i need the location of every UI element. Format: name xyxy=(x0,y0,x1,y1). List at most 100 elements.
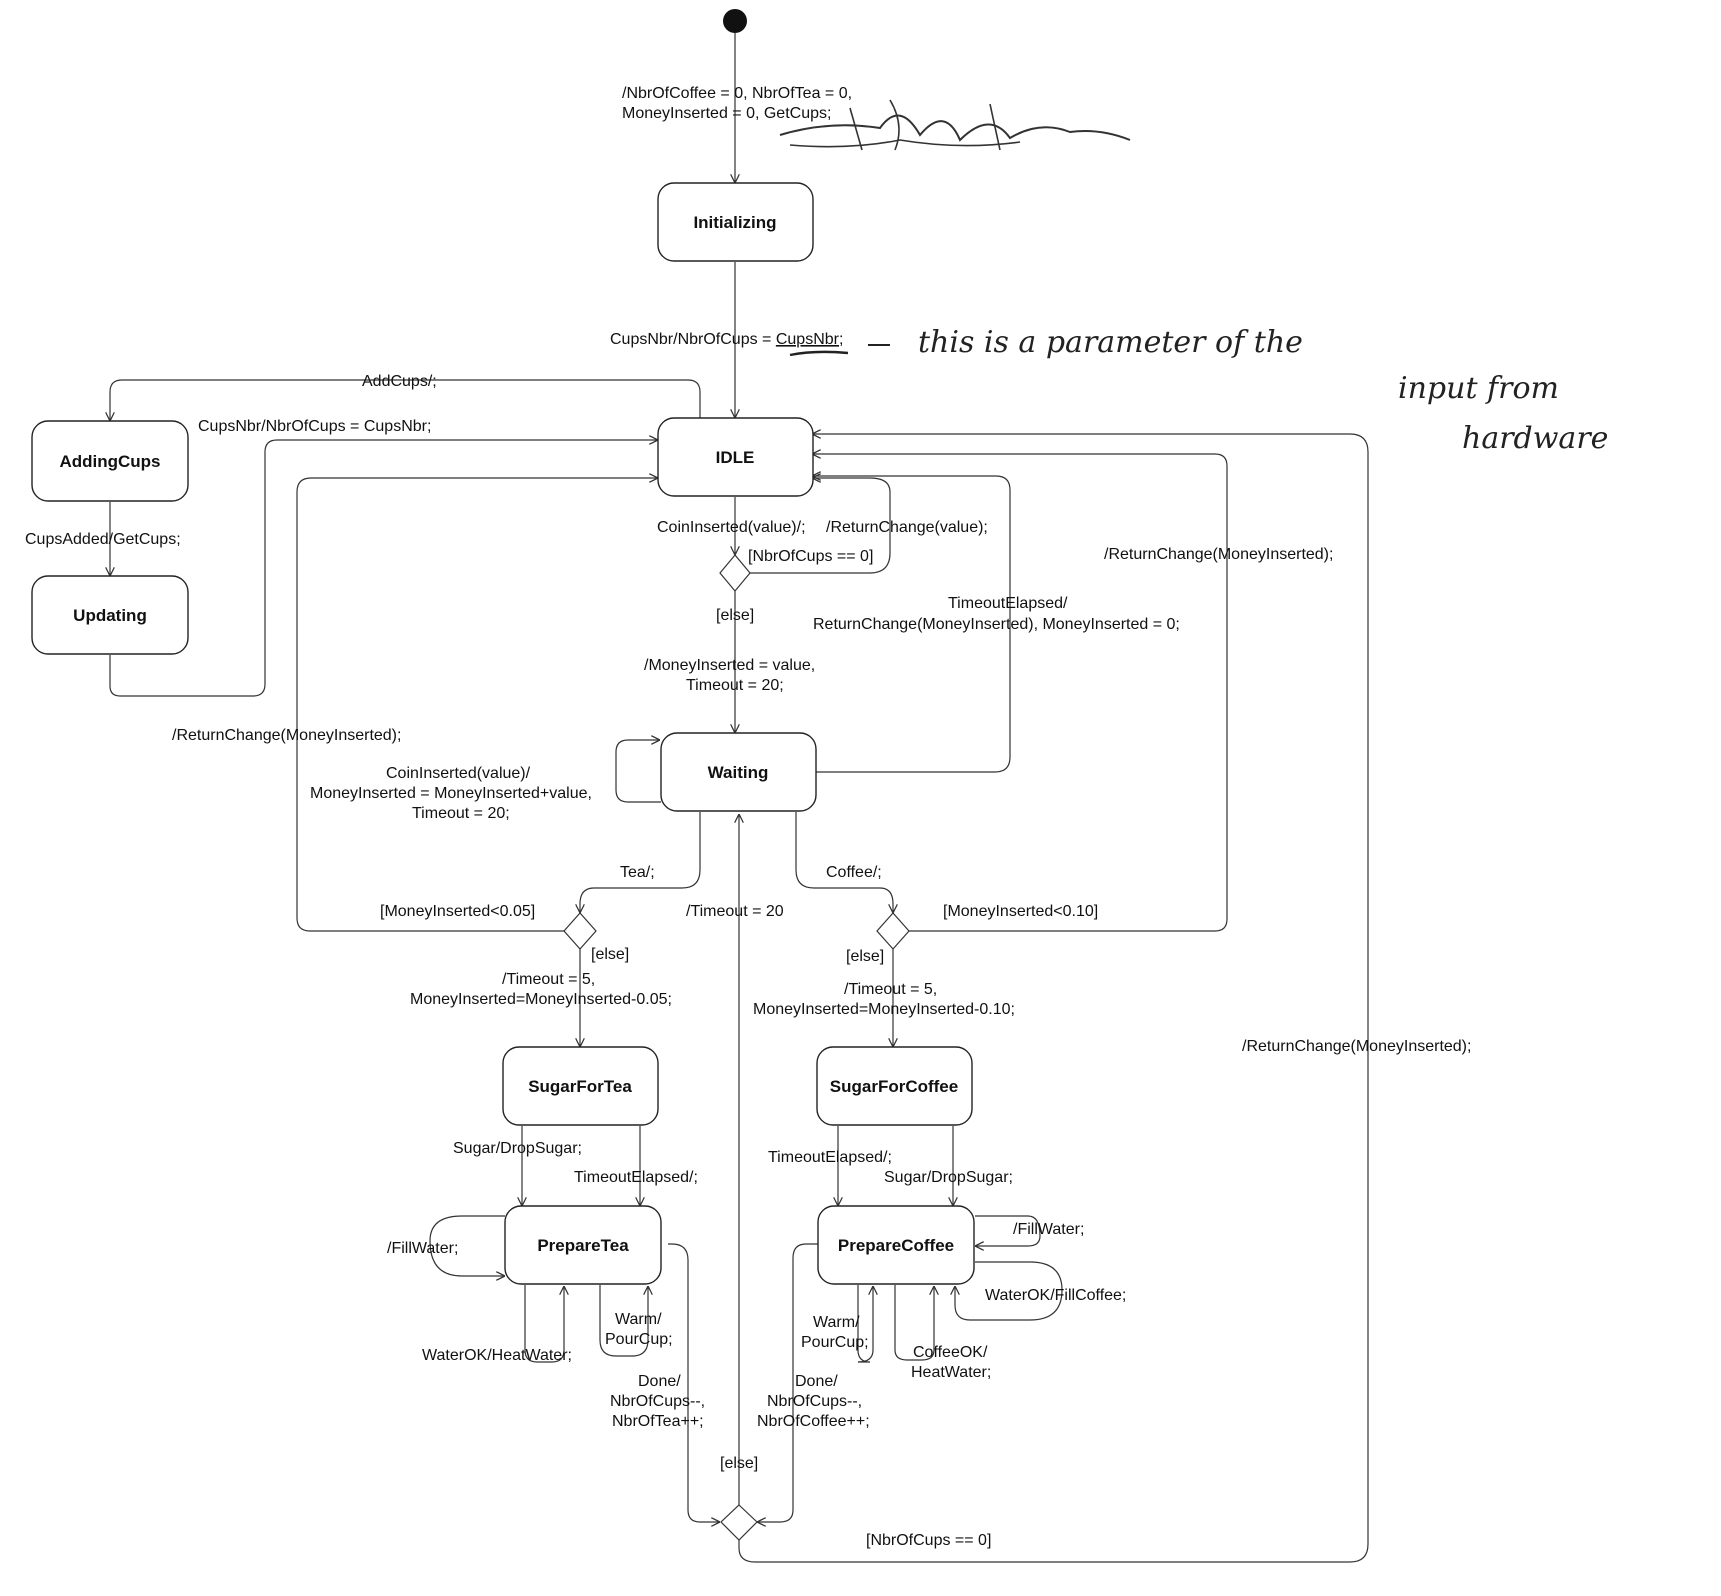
label-coin-self-3: Timeout = 20; xyxy=(412,805,510,822)
transitions xyxy=(109,33,1369,1563)
state-updating-label: Updating xyxy=(73,606,147,625)
label-fill-water-coffee: /FillWater; xyxy=(1013,1221,1084,1238)
label-else-top: [else] xyxy=(716,607,754,624)
label-fill-water-tea: /FillWater; xyxy=(387,1240,458,1257)
edge-preparetea-wateok xyxy=(524,1285,564,1363)
edge-idle-addingcups xyxy=(110,379,701,421)
choice-nodes xyxy=(563,554,910,1541)
state-idle-label: IDLE xyxy=(716,448,755,467)
edge-updating-idle xyxy=(109,440,658,697)
edge-choicecoffee-idle xyxy=(812,454,1228,932)
edge-waiting-choice-coffee xyxy=(795,812,893,913)
state-sugar-for-coffee-label: SugarForCoffee xyxy=(830,1077,958,1096)
label-coin-inserted: CoinInserted(value)/; xyxy=(657,519,806,536)
handwritten-note-line-3: hardware xyxy=(1462,421,1608,456)
label-tea-timeout-1: /Timeout = 5, xyxy=(502,971,595,988)
label-init-2: MoneyInserted = 0, GetCups; xyxy=(622,105,831,122)
edge-preparetea-fillwater xyxy=(429,1215,505,1276)
label-add-cups: AddCups/; xyxy=(362,373,437,390)
initial-node xyxy=(723,9,747,33)
label-cupsnbr-main: CupsNbr/NbrOfCups = CupsNbr; xyxy=(610,331,843,348)
label-sugar-drop-coffee: Sugar/DropSugar; xyxy=(884,1169,1013,1186)
label-timeout-elapsed-2: ReturnChange(MoneyInserted), MoneyInsert… xyxy=(813,616,1180,633)
label-coffee: Coffee/; xyxy=(826,864,882,881)
edge-preparetea-choice xyxy=(668,1243,720,1522)
edge-choicetea-idle xyxy=(296,478,658,932)
transition-labels: /NbrOfCoffee = 0, NbrOfTea = 0, MoneyIns… xyxy=(25,85,1471,1549)
label-coin-self-2: MoneyInserted = MoneyInserted+value, xyxy=(310,785,592,802)
label-timeout-elapsed-1: TimeoutElapsed/ xyxy=(948,595,1068,612)
label-nbr-cups-zero-top: [NbrOfCups == 0] xyxy=(748,548,873,565)
choice-node-coffee xyxy=(876,912,910,950)
choice-node-done xyxy=(720,1504,758,1541)
label-money-lt-010: [MoneyInserted<0.10] xyxy=(943,903,1098,920)
label-tea: Tea/; xyxy=(620,864,655,881)
edge-waiting-idle-timeout xyxy=(812,476,1011,773)
edge-choicebottom-idle xyxy=(738,434,1369,1563)
label-else-tea: [else] xyxy=(591,946,629,963)
state-adding-cups-label: AddingCups xyxy=(59,452,160,471)
label-cupsnbr-main-prefix: CupsNbr/NbrOfCups = xyxy=(610,331,776,348)
label-warm-coffee-2: PourCup; xyxy=(801,1334,869,1351)
label-return-change-left: /ReturnChange(MoneyInserted); xyxy=(172,727,401,744)
edge-preparecoffee-fillwater xyxy=(975,1215,1041,1246)
state-waiting: Waiting xyxy=(660,732,817,812)
label-water-ok-fill-coffee: WaterOK/FillCoffee; xyxy=(985,1287,1126,1304)
edge-preparetea-warm xyxy=(599,1285,648,1357)
state-initializing-label: Initializing xyxy=(693,213,776,232)
edge-preparecoffee-choice xyxy=(757,1243,818,1522)
label-cups-added: CupsAdded/GetCups; xyxy=(25,531,181,548)
label-sugar-drop-tea: Sugar/DropSugar; xyxy=(453,1140,582,1157)
handwritten-note-line-1: this is a parameter of the xyxy=(918,325,1303,360)
label-warm-coffee-1: Warm/ xyxy=(813,1314,860,1331)
label-coffee-timeout-2: MoneyInserted=MoneyInserted-0.10; xyxy=(753,1001,1015,1018)
state-idle: IDLE xyxy=(657,417,814,497)
label-done-tea-3: NbrOfTea++; xyxy=(612,1413,704,1430)
label-nbr-cups-zero-bottom: [NbrOfCups == 0] xyxy=(866,1532,991,1549)
label-water-ok-heat: WaterOK/HeatWater; xyxy=(422,1347,572,1364)
edge-preparecoffee-warm xyxy=(857,1285,871,1363)
label-done-coffee-1: Done/ xyxy=(795,1373,838,1390)
state-initializing: Initializing xyxy=(657,182,814,262)
state-updating: Updating xyxy=(31,575,189,655)
edge-waiting-self xyxy=(615,740,661,803)
handwritten-note: this is a parameter of the input from ha… xyxy=(918,325,1608,456)
label-return-change-far-right: /ReturnChange(MoneyInserted); xyxy=(1242,1038,1471,1055)
label-coin-self-1: CoinInserted(value)/ xyxy=(386,765,531,782)
edge-preparecoffee-waterok xyxy=(955,1261,1063,1321)
state-adding-cups: AddingCups xyxy=(31,420,189,502)
label-timeout-elapsed-tea: TimeoutElapsed/; xyxy=(574,1169,698,1186)
label-coffee-timeout-1: /Timeout = 5, xyxy=(844,981,937,998)
label-coffee-ok-2: HeatWater; xyxy=(911,1364,991,1381)
label-money-value-1: /MoneyInserted = value, xyxy=(644,657,815,674)
state-sugar-for-tea-label: SugarForTea xyxy=(528,1077,632,1096)
label-done-tea-2: NbrOfCups--, xyxy=(610,1393,705,1410)
handwritten-signature xyxy=(779,99,1131,151)
handwritten-note-line-2: input from xyxy=(1398,371,1559,406)
state-sugar-for-tea: SugarForTea xyxy=(502,1046,659,1126)
label-warm-tea-1: Warm/ xyxy=(615,1311,662,1328)
edge-waiting-choice-tea xyxy=(580,812,701,913)
label-tea-timeout-2: MoneyInserted=MoneyInserted-0.05; xyxy=(410,991,672,1008)
label-warm-tea-2: PourCup; xyxy=(605,1331,673,1348)
label-cupsnbr-main-param: CupsNbr; xyxy=(776,331,844,348)
edge-preparecoffee-coffeeok xyxy=(894,1285,934,1361)
label-timeout-elapsed-coffee: TimeoutElapsed/; xyxy=(768,1149,892,1166)
handwritten-underline xyxy=(789,350,849,357)
state-waiting-label: Waiting xyxy=(708,763,769,782)
label-else-bottom: [else] xyxy=(720,1455,758,1472)
label-coffee-ok-1: CoffeeOK/ xyxy=(913,1344,988,1361)
label-return-change-right: /ReturnChange(MoneyInserted); xyxy=(1104,546,1333,563)
label-timeout-20: /Timeout = 20 xyxy=(686,903,784,920)
state-sugar-for-coffee: SugarForCoffee xyxy=(816,1046,973,1126)
edge-preparecoffee-warm-b xyxy=(857,1286,873,1363)
label-done-coffee-2: NbrOfCups--, xyxy=(767,1393,862,1410)
state-prepare-tea: PrepareTea xyxy=(504,1205,662,1285)
label-else-coffee: [else] xyxy=(846,948,884,965)
label-done-coffee-3: NbrOfCoffee++; xyxy=(757,1413,870,1430)
label-init-1: /NbrOfCoffee = 0, NbrOfTea = 0, xyxy=(622,85,852,102)
label-money-value-2: Timeout = 20; xyxy=(686,677,784,694)
label-cupsnbr-side: CupsNbr/NbrOfCups = CupsNbr; xyxy=(198,418,431,435)
label-done-tea-1: Done/ xyxy=(638,1373,681,1390)
